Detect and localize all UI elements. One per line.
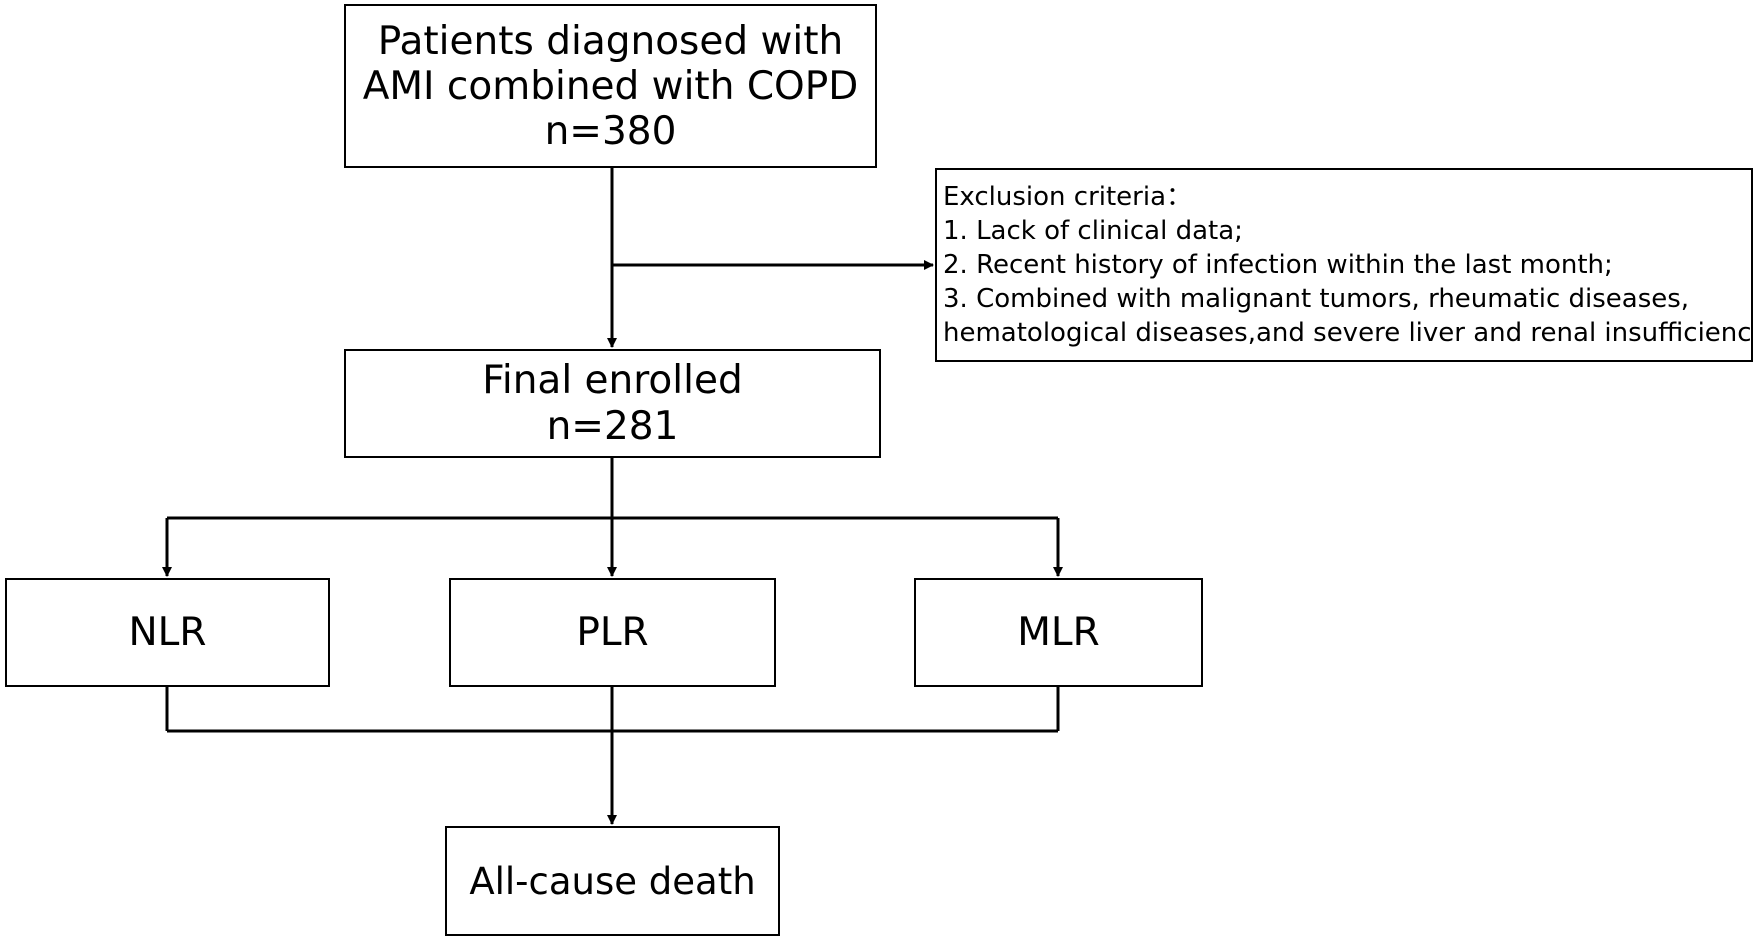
box-all-cause-death: All-cause death xyxy=(445,826,780,936)
final-label: Final enrolled xyxy=(482,357,743,403)
outcome-label: All-cause death xyxy=(469,859,756,903)
mlr-label: MLR xyxy=(1017,610,1100,655)
start-count: n=380 xyxy=(544,108,677,154)
exclusion-title: Exclusion criteria： xyxy=(943,182,1193,212)
exclusion-item-1: 1. Lack of clinical data; xyxy=(943,216,1243,246)
exclusion-item-3: 3. Combined with malignant tumors, rheum… xyxy=(943,284,1690,314)
exclusion-item-3-continued: hematological diseases,and severe liver … xyxy=(943,318,1753,348)
start-line-1: Patients diagnosed with xyxy=(377,18,844,64)
plr-label: PLR xyxy=(576,610,649,655)
exclusion-item-2: 2. Recent history of infection within th… xyxy=(943,250,1613,280)
start-line-2: AMI combined with COPD xyxy=(362,63,859,109)
box-exclusion-criteria: Exclusion criteria： 1. Lack of clinical … xyxy=(935,168,1753,362)
box-patients-diagnosed: Patients diagnosed with AMI combined wit… xyxy=(344,4,877,168)
box-final-enrolled: Final enrolled n=281 xyxy=(344,349,881,458)
box-mlr: MLR xyxy=(914,578,1203,687)
box-nlr: NLR xyxy=(5,578,330,687)
nlr-label: NLR xyxy=(128,610,207,655)
final-count: n=281 xyxy=(546,403,679,449)
box-plr: PLR xyxy=(449,578,776,687)
